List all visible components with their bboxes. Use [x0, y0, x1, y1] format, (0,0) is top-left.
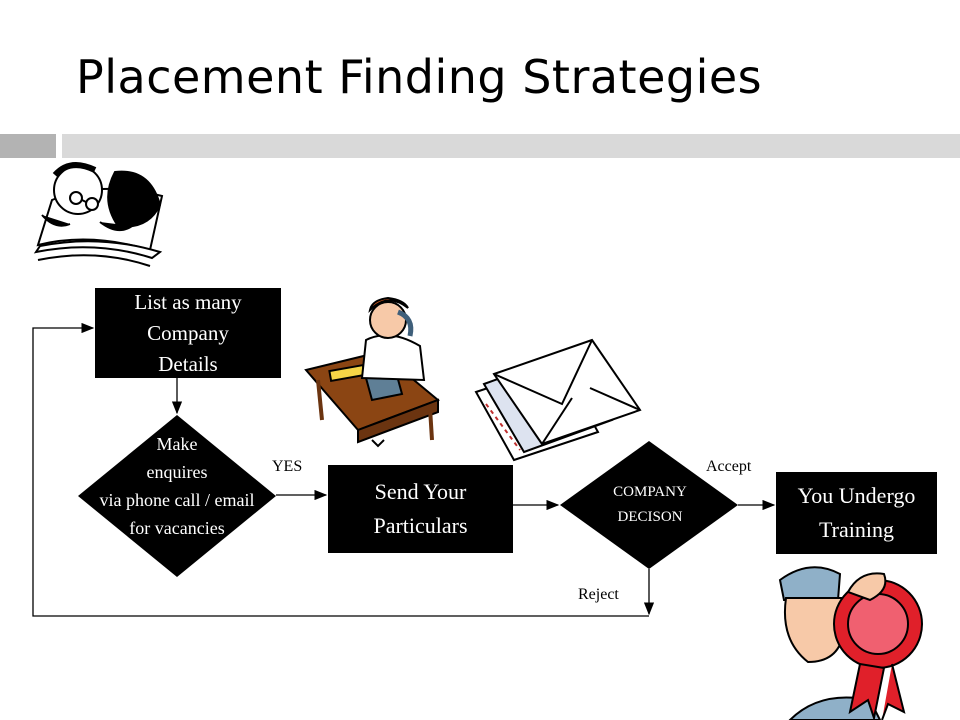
training-box: You Undergo Training	[776, 472, 937, 554]
decision-diamond-text: COMPANY DECISON	[613, 484, 687, 525]
reject-label: Reject	[578, 586, 619, 603]
list-company-details-text: List as many Company Details	[134, 289, 242, 376]
decision-diamond	[560, 441, 738, 569]
enquire-diamond-text: Make enquires via phone call / email for…	[99, 434, 255, 538]
connector-arrows	[32, 322, 776, 617]
yes-label: YES	[272, 458, 303, 475]
slide-title: Placement Finding Strategies	[76, 50, 763, 104]
training-text: You Undergo Training	[797, 483, 916, 542]
send-particulars-text: Send Your Particulars	[373, 479, 468, 538]
header-bar-short	[0, 134, 56, 158]
person-reading-book-icon	[33, 162, 164, 267]
person-with-ribbon-icon	[778, 566, 923, 720]
list-company-details-box: List as many Company Details	[95, 288, 281, 378]
header-bar-long	[62, 134, 960, 158]
envelopes-icon	[474, 338, 642, 462]
send-particulars-box: Send Your Particulars	[328, 465, 513, 553]
enquire-diamond	[78, 415, 276, 577]
arrow-reject-loop	[32, 322, 649, 617]
accept-label: Accept	[706, 458, 752, 475]
person-on-phone-icon	[304, 296, 440, 448]
